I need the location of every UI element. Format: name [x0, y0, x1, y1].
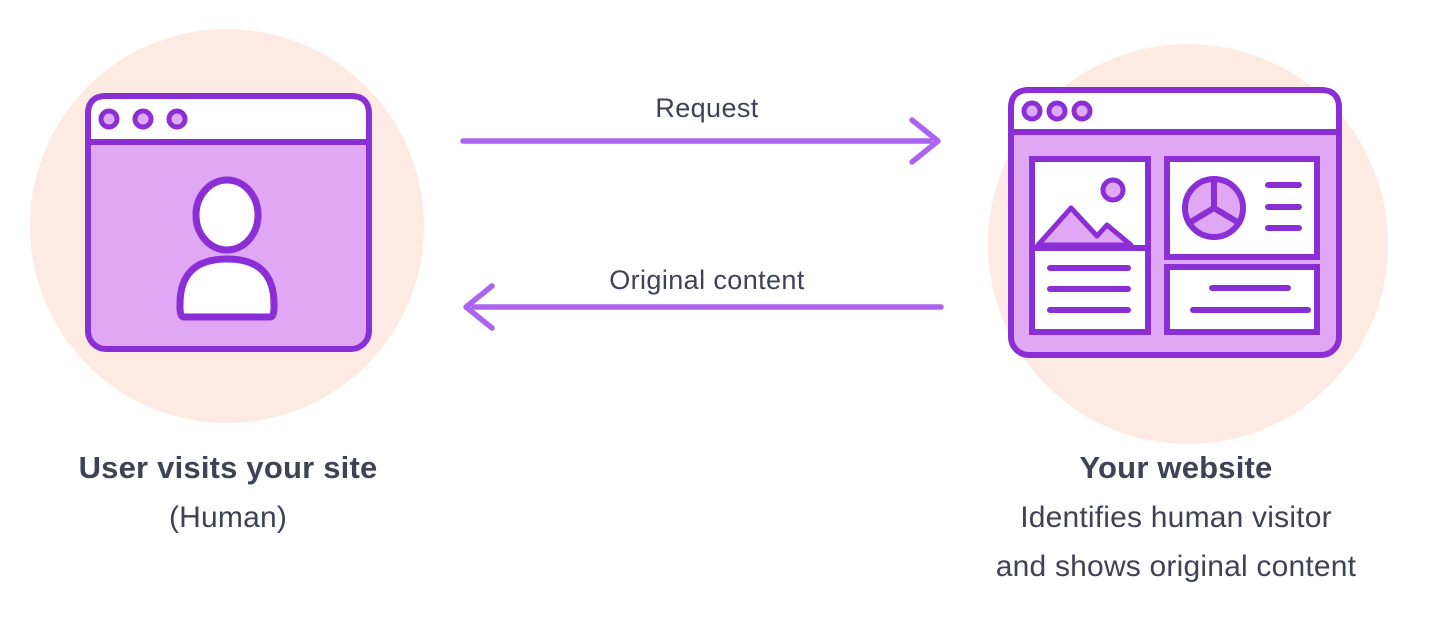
- sun-icon: [1100, 177, 1126, 203]
- traffic-light-dot-icon: [1071, 100, 1093, 122]
- text-lines-icon: [1047, 265, 1131, 313]
- pie-slices-icon: [1186, 176, 1242, 226]
- traffic-light-dot-icon: [98, 108, 120, 130]
- website-browser-icon: [1008, 87, 1342, 358]
- user-browser-icon: [85, 93, 372, 352]
- user-node-caption: User visits your site (Human): [28, 443, 428, 542]
- browser-titlebar: [1008, 87, 1342, 135]
- traffic-light-dot-icon: [1046, 100, 1068, 122]
- website-node-description-line2: and shows original content: [995, 550, 1357, 583]
- request-arrowhead-icon: [909, 117, 941, 165]
- user-avatar-body-icon: [176, 255, 278, 321]
- traffic-light-dot-icon: [166, 108, 188, 130]
- user-node-subtitle: (Human): [168, 501, 288, 534]
- browser-titlebar: [85, 93, 372, 145]
- user-avatar-head-icon: [192, 176, 262, 254]
- traffic-light-dot-icon: [1021, 100, 1043, 122]
- user-node-title: User visits your site: [78, 450, 378, 485]
- content-lines-icon: [1190, 285, 1311, 313]
- website-node-caption: Your website Identifies human visitor an…: [936, 443, 1416, 591]
- response-arrow-label: Original content: [609, 265, 805, 295]
- response-arrowhead-icon: [463, 283, 495, 331]
- content-block-panel: [1164, 264, 1320, 335]
- website-node-title: Your website: [1079, 450, 1273, 485]
- website-node-description-line1: Identifies human visitor: [1020, 501, 1332, 534]
- traffic-light-dot-icon: [132, 108, 154, 130]
- legend-lines-icon: [1265, 182, 1302, 231]
- request-arrow-label: Request: [655, 93, 759, 123]
